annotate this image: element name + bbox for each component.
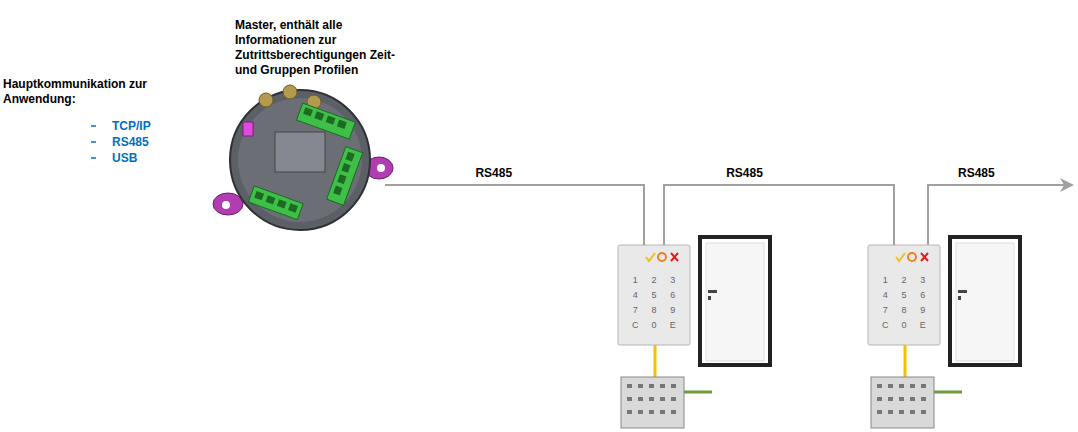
bus-line: [664, 185, 894, 245]
keypad-key: 7: [876, 303, 895, 318]
keypad-key: 6: [913, 288, 932, 303]
keypad-key: 7: [626, 303, 645, 318]
keypad-key: 5: [895, 288, 914, 303]
bus-label: RS485: [473, 166, 514, 181]
keypad-key: 8: [645, 303, 664, 318]
keypad-key: 3: [913, 273, 932, 288]
door: [950, 237, 1020, 365]
keypad: 123 456 789C0E: [626, 273, 682, 333]
keypad-key: 2: [895, 273, 914, 288]
keypad-key: E: [913, 318, 932, 333]
bus-label: RS485: [724, 166, 765, 181]
keypad-key: 4: [626, 288, 645, 303]
keypad-key: 3: [663, 273, 682, 288]
keypad-reader: 123 456 789C0E: [618, 245, 690, 345]
keypad-key: C: [876, 318, 895, 333]
keypad: 123 456 789C0E: [876, 273, 932, 333]
door-controller: [621, 377, 934, 428]
bus-line: [385, 185, 644, 245]
keypad-key: 0: [895, 318, 914, 333]
keypad-key: C: [626, 318, 645, 333]
interface-label: TCP/IP: [112, 119, 151, 134]
keypad-key: 8: [895, 303, 914, 318]
keypad-key: 1: [626, 273, 645, 288]
reader-body: [618, 245, 690, 345]
keypad-key: 9: [913, 303, 932, 318]
door: [700, 237, 770, 365]
keypad-key: 2: [645, 273, 664, 288]
keypad-key: E: [663, 318, 682, 333]
reader-cable: [655, 345, 905, 377]
reader-body: [868, 245, 940, 345]
master-device: [213, 85, 393, 230]
bus-continuation: [928, 178, 1074, 245]
keypad-key: 9: [663, 303, 682, 318]
bus-label: RS485: [958, 166, 995, 181]
keypad-key: 5: [645, 288, 664, 303]
heading-label: Hauptkommunikation zur Anwendung:: [3, 77, 153, 107]
keypad-key: 4: [876, 288, 895, 303]
keypad-key: 1: [876, 273, 895, 288]
keypad-key: 6: [663, 288, 682, 303]
list-dash: [91, 126, 96, 158]
device-caption: Master, enthält alle Informationen zur Z…: [235, 18, 413, 78]
interface-label: USB: [112, 151, 137, 166]
interface-label: RS485: [112, 135, 149, 150]
master-controller: Master, enthält alle Informationen zur Z…: [215, 88, 385, 233]
keypad-reader: 123 456 789C0E: [868, 245, 940, 345]
keypad-key: 0: [645, 318, 664, 333]
